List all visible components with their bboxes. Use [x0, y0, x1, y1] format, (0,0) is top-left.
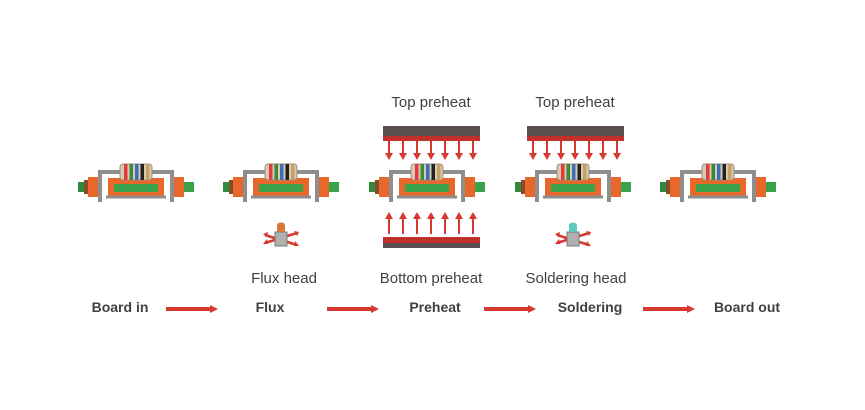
- top-preheat-label-2: Top preheat: [535, 94, 615, 111]
- board-assembly-4: [515, 163, 631, 202]
- step-board-out: Board out: [713, 299, 781, 315]
- top-preheat-label-1: Top preheat: [391, 94, 471, 111]
- board-assembly-3: [369, 163, 485, 202]
- top-heat-arrows-1: [385, 141, 477, 160]
- soldering-head-label: Soldering head: [525, 270, 627, 287]
- step-preheat: Preheat: [409, 299, 461, 315]
- flux-head-icon: [263, 222, 299, 247]
- top-preheater-1: [383, 126, 480, 141]
- board-assembly-2: [223, 163, 339, 202]
- bottom-preheater: [383, 237, 480, 248]
- top-heat-arrows-2: [529, 141, 621, 160]
- board-assembly-1: [78, 163, 194, 202]
- flux-head-label: Flux head: [251, 270, 317, 287]
- soldering-head-icon: [555, 222, 591, 247]
- step-flux: Flux: [255, 299, 285, 315]
- bottom-preheat-label: Bottom preheat: [379, 270, 483, 287]
- top-preheater-2: [527, 126, 624, 141]
- step-soldering: Soldering: [557, 299, 623, 315]
- bottom-heat-arrows: [385, 212, 477, 234]
- board-assembly-5: [660, 163, 776, 202]
- step-board-in: Board in: [91, 299, 149, 315]
